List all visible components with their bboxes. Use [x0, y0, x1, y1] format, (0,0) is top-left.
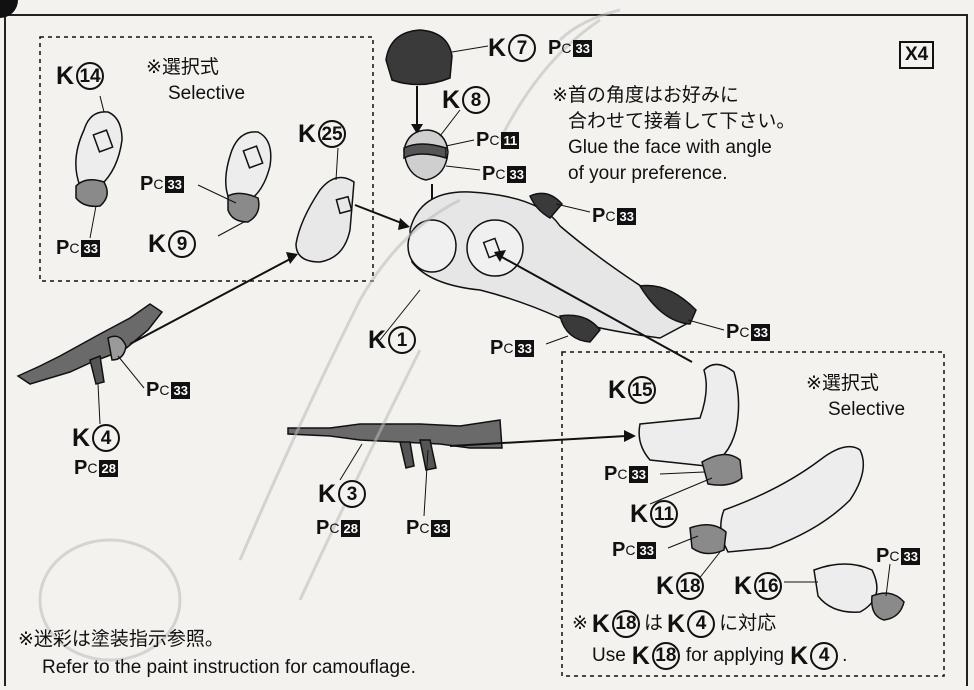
multiplier-badge: X4 [899, 41, 935, 69]
arm-part-k9 [225, 131, 272, 223]
neck-note-jp1: ※首の角度はお好みに [552, 85, 739, 106]
torso-part [407, 191, 697, 343]
neck-note-en1: Glue the face with angle [568, 137, 772, 158]
face-part [403, 129, 449, 181]
arm-part-k14 [75, 111, 123, 208]
arm-part-k25 [295, 176, 355, 263]
watermark-strokes [38, 8, 621, 662]
selective-left-jp: ※選択式 [146, 57, 219, 78]
selective-right-jp: ※選択式 [806, 373, 879, 394]
part-letter: K [56, 61, 75, 90]
selective-box-right [561, 351, 945, 677]
arm-part-k18-k16 [689, 445, 905, 621]
rifle-part-k3 [287, 419, 503, 471]
part-number: 14 [76, 62, 105, 90]
selective-left-en: Selective [168, 83, 246, 104]
neck-note-jp2: 合わせて接着して下さい。 [568, 111, 796, 132]
helmet-arrow-head [411, 124, 423, 134]
rifle-k4-arrow-head [286, 252, 298, 264]
selective-box-left [39, 36, 374, 282]
rifle-part-k4 [16, 303, 164, 385]
arm-part-k15-k11 [638, 363, 743, 486]
rifle-k3-arrow [449, 435, 627, 447]
rifle-k4-arrow [129, 257, 293, 345]
step-number-circle [0, 0, 18, 18]
camo-note-en: Refer to the paint instruction for camou… [42, 657, 416, 678]
camo-note-jp: ※迷彩は塗装指示参照。 [18, 629, 224, 650]
right-arm-arrow-head [494, 250, 506, 262]
arm-k25-arrow-head [398, 218, 410, 230]
right-arm-arrow [499, 255, 693, 363]
rifle-k3-arrow-head [624, 430, 636, 442]
leader-lines [89, 45, 891, 597]
arm-k25-arrow [354, 204, 405, 225]
selective-right-en: Selective [828, 399, 906, 420]
helmet-part [385, 29, 453, 86]
neck-note-en2: of your preference. [568, 163, 728, 184]
instruction-frame [4, 14, 968, 686]
